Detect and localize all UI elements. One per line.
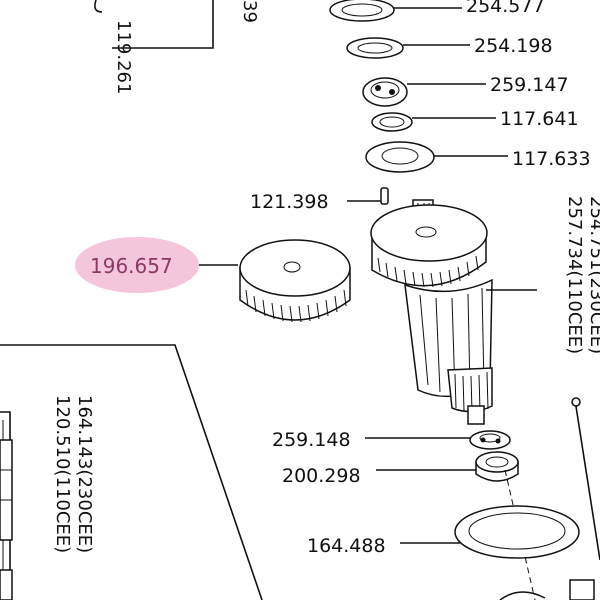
ring-117-641: [371, 112, 496, 132]
center-axis: [504, 469, 536, 600]
pin-121-398: [347, 187, 389, 205]
label-120-510: 120.510(110CEE): [52, 395, 73, 553]
label-164-488: 164.488: [307, 535, 386, 557]
label-119-261: 119.261: [113, 20, 134, 94]
leader-119-261: [94, 0, 214, 49]
label-196-657: 196.657: [90, 254, 173, 278]
label-39-cut: 39: [239, 0, 260, 23]
label-254-577: 254.577: [466, 0, 545, 17]
label-117-641: 117.641: [500, 108, 579, 130]
label-armature-230cee: 254.751(230CEE): [586, 196, 600, 354]
bottom-gear-fragment: [499, 579, 595, 600]
housing-outline: [0, 344, 263, 600]
seal-117-633: [365, 141, 508, 173]
label-254-198: 254.198: [474, 35, 553, 57]
bearing-259-148: [365, 430, 511, 450]
washer-254-198: [346, 37, 470, 59]
gear-196-657: [196, 239, 351, 323]
bearing-259-147: [362, 77, 486, 107]
highlight-marker: [75, 237, 199, 293]
label-259-148: 259.148: [272, 429, 351, 451]
label-117-633: 117.633: [512, 148, 591, 170]
label-200-298: 200.298: [282, 465, 361, 487]
washer-254-577: [329, 0, 462, 22]
label-121-398: 121.398: [250, 191, 329, 213]
label-259-147: 259.147: [490, 74, 569, 96]
label-armature-110cee: 257.734(110CEE): [564, 196, 585, 354]
bearing-200-298: [376, 451, 519, 482]
rod-right: [571, 397, 600, 561]
label-164-143: 164.143(230CEE): [74, 395, 95, 553]
armature-assembly: [370, 199, 537, 425]
washer-164-488: [400, 505, 580, 559]
